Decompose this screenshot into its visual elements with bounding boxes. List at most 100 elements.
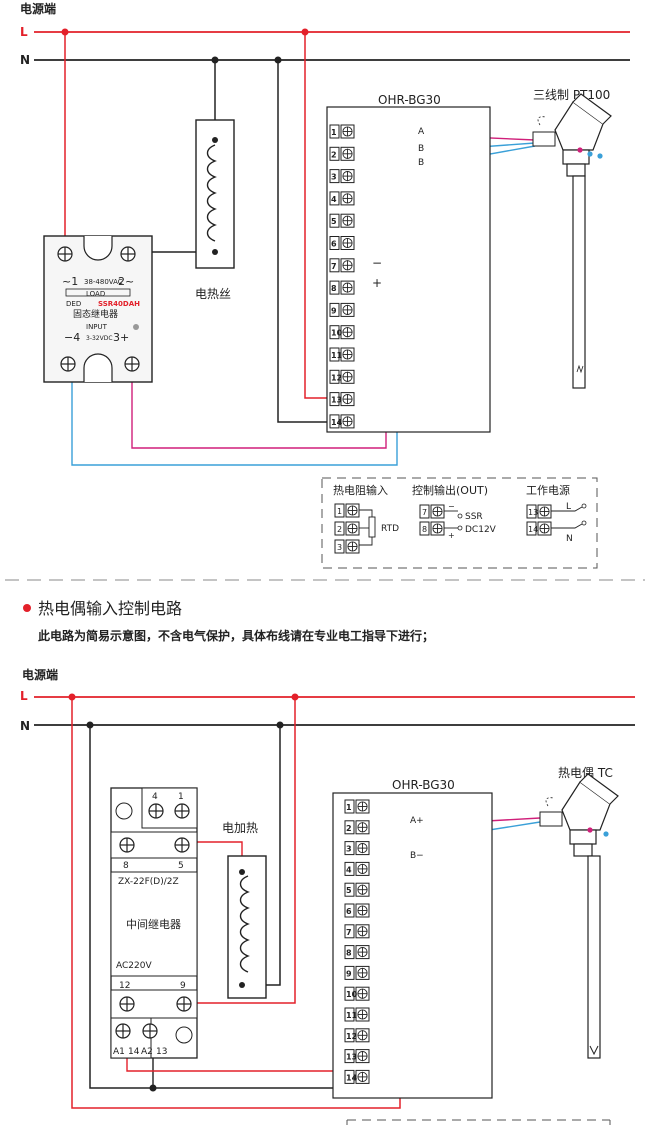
- ssr-name: 固态继电器: [73, 308, 118, 320]
- bottom-terminal-11: 11: [344, 1007, 370, 1022]
- bottom-heater: [227, 855, 267, 999]
- bottom-terminal-label: 10: [346, 990, 358, 999]
- bottom-power-label: 电源端: [22, 667, 58, 682]
- bottom-terminal-13: 13: [344, 1049, 370, 1064]
- svg-text:1: 1: [337, 507, 342, 516]
- legend-dc-label: DC12V: [465, 525, 497, 535]
- top-heater-label: 电热丝: [195, 287, 231, 301]
- top-controller-model: OHR-BG30: [378, 93, 441, 107]
- svg-text:14: 14: [528, 525, 538, 534]
- bottom-terminal-label: 6: [346, 907, 352, 916]
- bottom-terminal-label: 11: [346, 1011, 358, 1020]
- bottom-terminal-1: 1: [344, 799, 370, 814]
- legend-N-label: N: [566, 534, 573, 544]
- legend-rtd-terminals: 1 2 3: [334, 503, 376, 554]
- ssr-input: INPUT: [86, 323, 108, 331]
- bottom-terminal-label: 8: [346, 949, 352, 958]
- top-power-label: 电源端: [20, 1, 56, 16]
- relay-t8: 8: [123, 861, 129, 871]
- top-wire-B2-label: B: [418, 158, 424, 168]
- top-terminal-label: 10: [331, 329, 343, 338]
- bottom-terminal-5: 5: [344, 882, 370, 897]
- bottom-terminal-12: 12: [344, 1028, 370, 1043]
- top-line-N-label: N: [20, 53, 30, 67]
- top-line-L-label: L: [20, 25, 28, 39]
- bottom-terminal-4: 4: [344, 861, 370, 876]
- legend-pwr-title: 工作电源: [526, 483, 570, 497]
- relay-t14: 14: [128, 1047, 140, 1057]
- svg-text:7: 7: [422, 508, 427, 517]
- bottom-terminal-label: 2: [346, 824, 352, 833]
- legend-out-title: 控制输出(OUT): [412, 483, 488, 497]
- bottom-terminal-3: 3: [344, 841, 370, 856]
- legend-ssr-label: SSR: [465, 512, 483, 522]
- top-wire-A-label: A: [418, 127, 425, 137]
- bottom-heater-label: 电加热: [222, 821, 258, 835]
- top-terminal-label: 13: [331, 396, 342, 405]
- top-terminal-label: 12: [331, 373, 342, 382]
- top-terminal-12: 12: [329, 369, 355, 384]
- ssr-ac-right: 2~: [118, 275, 134, 288]
- relay-t1: 1: [178, 792, 184, 802]
- top-plus-label: +: [372, 276, 382, 290]
- bottom-terminal-label: 14: [346, 1073, 358, 1082]
- ssr-brand: DED: [66, 300, 81, 308]
- bottom-sensor: [539, 773, 619, 1059]
- legend-L-label: L: [566, 502, 571, 512]
- bottom-terminal-14: 14: [344, 1069, 370, 1084]
- top-terminal-5: 5: [329, 213, 355, 228]
- bottom-terminal-10: 10: [344, 986, 370, 1001]
- top-terminal-label: 6: [331, 240, 337, 249]
- bottom-terminal-label: 5: [346, 886, 352, 895]
- top-sensor: [532, 93, 612, 389]
- relay-voltage: AC220V: [116, 961, 152, 971]
- ssr-load: LOAD: [86, 290, 105, 298]
- ssr-model: SSR40DAH: [98, 300, 140, 308]
- top-terminal-label: 14: [331, 418, 343, 427]
- top-terminal-label: 8: [331, 284, 337, 293]
- svg-text:3: 3: [337, 543, 342, 552]
- top-terminal-label: 4: [331, 195, 337, 204]
- top-terminal-3: 3: [329, 169, 355, 184]
- legend-pwr-terminals: 13 14: [526, 503, 587, 536]
- bottom-terminal-6: 6: [344, 903, 370, 918]
- bottom-wire-Aplus-label: A+: [410, 816, 424, 826]
- bottom-terminal-label: 13: [346, 1053, 357, 1062]
- top-terminal-label: 1: [331, 128, 337, 137]
- top-terminal-label: 5: [331, 217, 337, 226]
- top-ssr: ~1 38-480VAC 2~ LOAD DED SSR40DAH 固态继电器 …: [43, 235, 153, 383]
- ssr-input-minus: −4: [64, 331, 80, 344]
- bottom-wire-N-14: [89, 725, 360, 1089]
- section-title: 热电偶输入控制电路: [38, 599, 182, 618]
- bottom-terminal-2: 2: [344, 820, 370, 835]
- bottom-terminal-label: 12: [346, 1032, 357, 1041]
- top-terminal-13: 13: [329, 392, 355, 407]
- ssr-ac-left: ~1: [62, 275, 78, 288]
- top-heater: [195, 119, 235, 269]
- section-bullet: [23, 604, 31, 612]
- svg-text:2: 2: [337, 525, 342, 534]
- top-terminal-10: 10: [329, 325, 355, 340]
- svg-text:−: −: [448, 502, 455, 511]
- top-terminal-label: 2: [331, 150, 337, 159]
- bottom-wire-L-relay9: [184, 697, 296, 1004]
- top-sensor-title: 三线制 PT100: [533, 88, 610, 102]
- ssr-led: [133, 324, 139, 330]
- top-terminal-2: 2: [329, 146, 355, 161]
- bottom-terminal-label: 3: [346, 845, 352, 854]
- relay-name: 中间继电器: [126, 918, 181, 931]
- section-notice: 此电路为简易示意图，不含电气保护，具体布线请在专业电工指导下进行；: [38, 628, 434, 643]
- bottom-sensor-title: 热电偶 TC: [558, 766, 613, 780]
- ssr-input-plus: 3+: [113, 331, 129, 344]
- top-wire-B1-label: B: [418, 144, 424, 154]
- top-terminal-1: 1: [329, 124, 355, 139]
- top-terminal-label: 9: [331, 306, 337, 315]
- relay-t4: 4: [152, 792, 158, 802]
- legend-rtd-label: RTD: [381, 524, 399, 534]
- ssr-voltage: 38-480VAC: [84, 278, 123, 286]
- bottom-terminal-8: 8: [344, 945, 370, 960]
- top-terminal-8: 8: [329, 280, 355, 295]
